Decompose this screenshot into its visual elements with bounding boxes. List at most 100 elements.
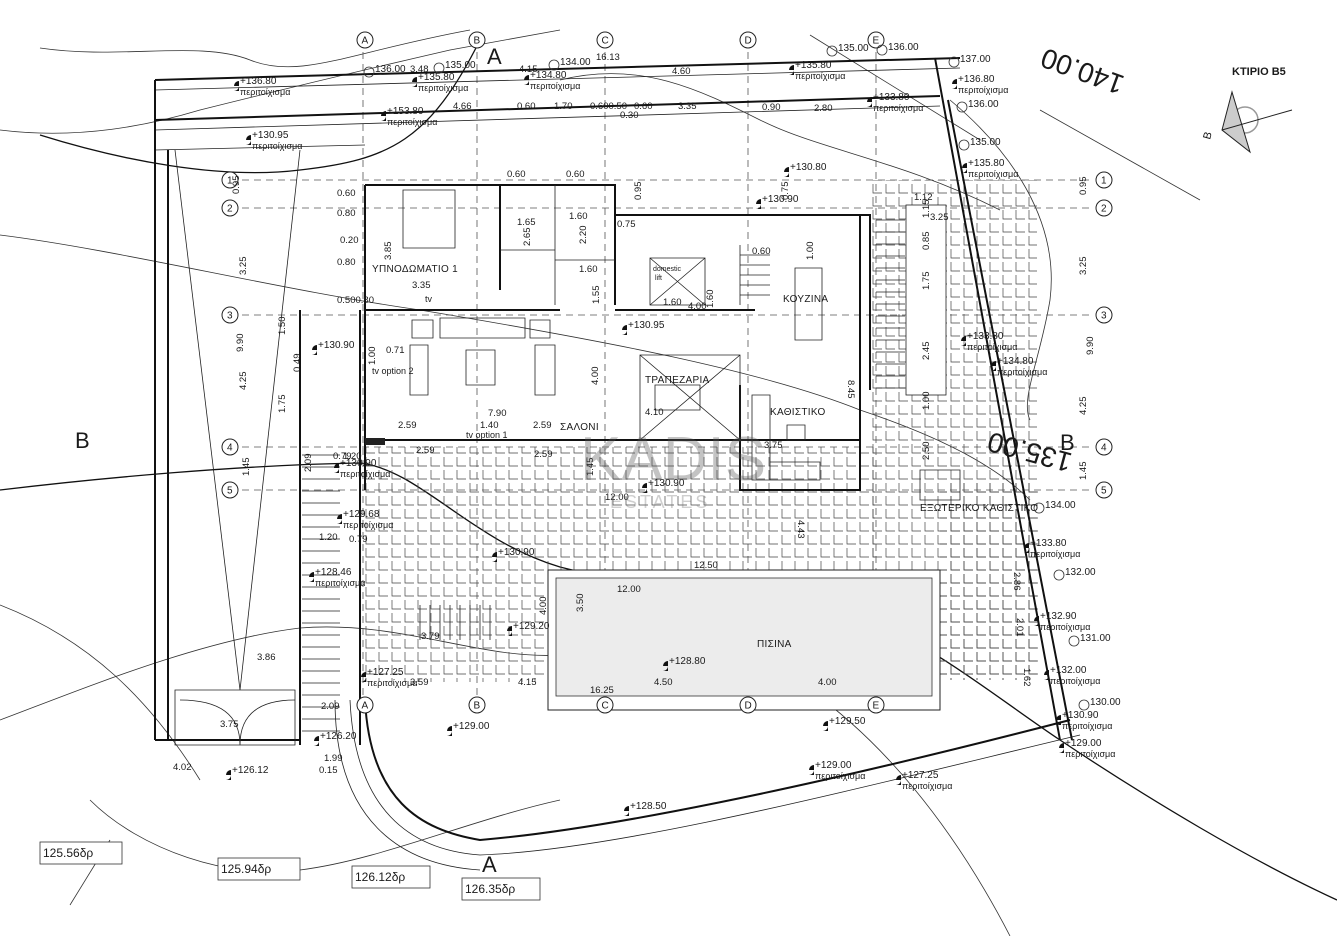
spot-height-icon (1033, 502, 1045, 514)
dimension-label: 0.95 (633, 182, 644, 201)
dimension-label: 3.86 (257, 652, 276, 663)
level-note: περιτοίχισμα (315, 578, 365, 588)
level-marker-icon (412, 77, 417, 87)
level-value: +133.80 (967, 331, 1004, 342)
house-walls (364, 184, 961, 501)
grid-bubble (739, 696, 757, 714)
ground-level: 125.56δρ (43, 846, 93, 860)
grid-bubble (1095, 171, 1113, 189)
spot-height: 135.00 (970, 137, 1001, 148)
dimension-label: 1.40 (480, 420, 499, 431)
swimming-pool (547, 569, 941, 711)
room-label: ΚΟΥΖΙΝΑ (783, 294, 828, 305)
dimension-label: 0.20 (340, 235, 359, 246)
dimension-label: 1.75 (277, 395, 288, 414)
ground-level-box (461, 877, 541, 901)
dimension-label: 2.50 (921, 442, 932, 461)
level-note: περιτοίχισμα (1050, 676, 1100, 686)
spot-height-icon (958, 139, 970, 151)
level-marker-icon (314, 736, 319, 746)
level-note: περιτοίχισμα (387, 117, 437, 127)
level-marker-icon (447, 726, 452, 736)
spot-height-icon (548, 59, 560, 71)
grid-row-label: 3 (1101, 311, 1107, 322)
level-value: +130.95 (252, 130, 289, 141)
dimension-label: 1.70 (554, 101, 573, 112)
plan-note: tv (425, 294, 433, 304)
level-note: περιτοίχισμα (815, 771, 865, 781)
dimension-label: 0.79 (349, 534, 368, 545)
level-marker-icon (312, 345, 317, 355)
level-value: +132.00 (1050, 665, 1087, 676)
level-marker-icon (789, 65, 794, 75)
dimension-label: 1.20 (319, 532, 338, 543)
level-marker-icon (991, 361, 996, 371)
grid-row-label: 5 (227, 486, 233, 497)
level-marker-icon (867, 97, 872, 107)
level-marker-icon (961, 336, 966, 346)
level-marker-icon (622, 325, 627, 335)
compass-label: B (1201, 131, 1214, 141)
level-value: +127.25 (902, 770, 939, 781)
dimension-label: 1.45 (585, 458, 596, 477)
dimension-label: 1.45 (1078, 462, 1089, 481)
spot-height: 134.00 (560, 57, 591, 68)
spot-height: 136.00 (375, 64, 406, 75)
level-marker-icon (962, 163, 967, 173)
grid-bubble (1095, 199, 1113, 217)
level-marker-icon (1044, 670, 1049, 680)
dimension-label: 0.95 (1078, 177, 1089, 196)
grid-row-label: 1 (1101, 176, 1107, 187)
spot-height: 136.00 (888, 42, 919, 53)
section-mark: B (1060, 430, 1075, 455)
dimension-label: 2.09 (303, 454, 314, 473)
dimension-label: 1.60 (705, 290, 716, 309)
level-note: περιτοίχισμα (1030, 549, 1080, 559)
level-value: +135.80 (968, 158, 1005, 169)
spot-height: 137.00 (960, 54, 991, 65)
level-marker-icon (226, 770, 231, 780)
dimension-label: 4.25 (238, 372, 249, 391)
spot-height: 134.00 (1045, 500, 1076, 511)
spot-height-icon (1053, 569, 1065, 581)
level-value: +130.90 (318, 340, 355, 351)
level-value: +130.90 (1062, 710, 1099, 721)
level-value: +126.12 (232, 765, 269, 776)
dimension-label: 3.59 (410, 677, 429, 688)
spot-height-icon (1068, 635, 1080, 647)
dimension-label: 0.79 (333, 451, 352, 462)
dimension-label: 0.600.50 (590, 101, 627, 112)
grid-bubble (221, 171, 239, 189)
level-marker-icon (1024, 543, 1029, 553)
ground-level-box (39, 841, 123, 865)
level-marker-icon (663, 661, 668, 671)
level-value: +126.20 (320, 731, 357, 742)
level-value: +136.80 (240, 76, 277, 87)
dimension-label: 12.00 (605, 492, 629, 503)
level-marker-icon (642, 483, 647, 493)
level-value: +130.90 (498, 547, 535, 558)
grid-bubble (356, 31, 374, 49)
level-marker-icon (809, 765, 814, 775)
building-title: ΚΤΙΡΙΟ Β5 (1232, 66, 1286, 78)
level-marker-icon (896, 775, 901, 785)
level-value: +127.25 (367, 667, 404, 678)
grid-bubble (221, 481, 239, 499)
dimension-label: 2.59 (398, 420, 417, 431)
grid-row-label: 2 (1101, 204, 1107, 215)
level-marker-icon (952, 79, 957, 89)
grid-column-label: D (745, 36, 752, 47)
level-value: +128.46 (315, 567, 352, 578)
section-mark: A (482, 852, 497, 877)
level-value: +132.90 (1040, 611, 1077, 622)
grid-row-label: 4 (227, 443, 233, 454)
level-note: περιτοίχισμα (1065, 749, 1115, 759)
dimension-label: 1.00 (921, 392, 932, 411)
plan-note: domestic (653, 266, 682, 273)
level-marker-icon (524, 75, 529, 85)
level-marker-icon (309, 572, 314, 582)
ground-level: 126.35δρ (465, 882, 515, 896)
level-value: +129.00 (815, 760, 852, 771)
